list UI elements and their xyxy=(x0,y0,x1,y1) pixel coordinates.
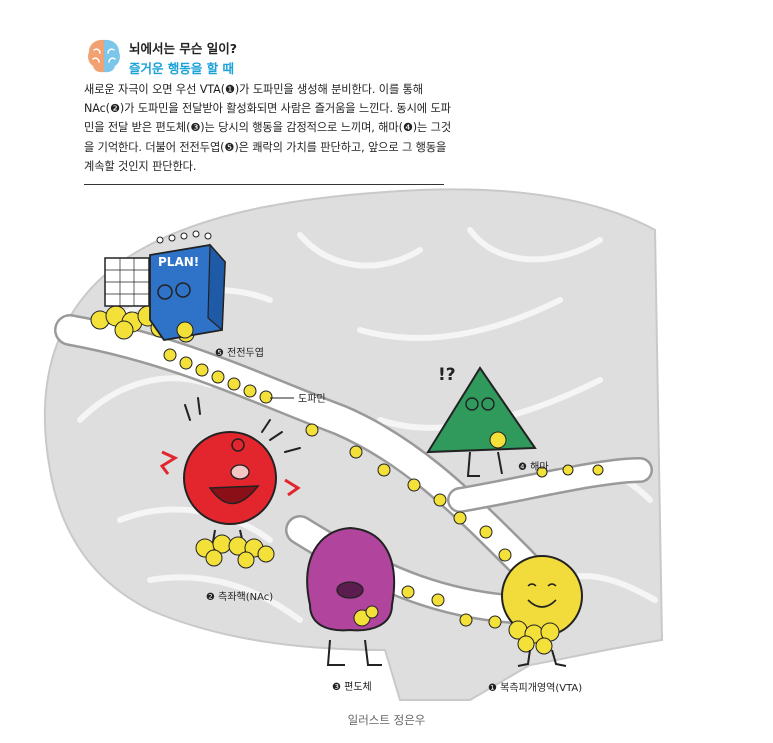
dopamine-tube-right xyxy=(447,457,653,513)
vta-character xyxy=(501,555,583,667)
hippocampus-character: !? xyxy=(426,365,537,477)
amygdala-label: ❸ 편도체 xyxy=(332,681,372,693)
vta-label: ❶ 복측피개영역(VTA) xyxy=(488,682,582,694)
divider-line xyxy=(84,184,444,185)
amygdala-character xyxy=(306,526,396,666)
plan-sign-text: PLAN! xyxy=(158,255,199,269)
puzzle-marks: !? xyxy=(438,365,456,385)
description-paragraph: 새로운 자극이 오면 우선 VTA(❶)가 도파민을 생성해 분비한다. 이를 … xyxy=(84,83,452,173)
nac-character xyxy=(159,397,301,569)
nac-label: ❷ 측좌핵(NAc) xyxy=(206,591,273,603)
header-title: 뇌에서는 무슨 일이? xyxy=(129,41,237,56)
illustration-credit: 일러스트 정은우 xyxy=(347,713,426,727)
prefrontal-label: ❺ 전전두엽 xyxy=(215,347,264,359)
header-subtitle: 즐거운 행동을 할 때 xyxy=(129,61,235,76)
brain-icon xyxy=(88,39,120,73)
prefrontal-character: PLAN! xyxy=(104,230,226,341)
hippocampus-label: ❹ 해마 xyxy=(518,460,549,473)
dopamine-label: 도파민 xyxy=(298,393,326,405)
